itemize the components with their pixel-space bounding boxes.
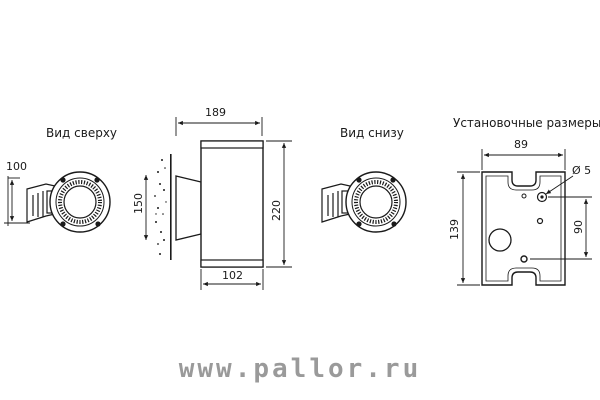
dimension-mount-hole-spacing: [530, 196, 592, 260]
dimension-mount-height-label: 139: [448, 219, 461, 240]
top-view: Вид сверху 100: [4, 126, 117, 233]
hole-leader: [545, 175, 574, 195]
top-view-title: Вид сверху: [46, 126, 117, 140]
dimension-height-label: 220: [270, 200, 283, 221]
dimension-top-offset: [4, 176, 30, 226]
bottom-view-head: [345, 171, 407, 233]
dimension-wall-plate-label: 150: [132, 193, 145, 214]
dimension-top-offset-label: 100: [6, 160, 27, 173]
dimension-mount-hole-spacing-label: 90: [572, 220, 585, 234]
hole-diameter-label: Ø 5: [572, 164, 591, 177]
dimension-top-width: [175, 117, 263, 136]
bottom-view: Вид снизу: [321, 126, 407, 233]
side-view: 189 150 220: [132, 106, 292, 290]
top-view-head: [49, 171, 111, 233]
dimension-height: [266, 140, 292, 268]
dimension-body-diameter: [200, 269, 264, 290]
bottom-view-title: Вид снизу: [340, 126, 404, 140]
mount-view-title: Установочные размеры: [453, 116, 600, 130]
dimension-mount-width-label: 89: [514, 138, 528, 151]
mount-plate: [481, 171, 566, 286]
website-url: www.pallor.ru: [179, 354, 422, 384]
wall-hatch: [154, 154, 172, 260]
dimension-mount-width: [481, 149, 566, 170]
mount-view: Установочные размеры 89 139: [448, 116, 600, 286]
dimension-mount-height: [457, 171, 480, 286]
side-view-body: [200, 140, 264, 268]
side-view-bracket: [175, 175, 202, 241]
dimension-top-width-label: 189: [205, 106, 226, 119]
dimension-body-diameter-label: 102: [222, 269, 243, 282]
